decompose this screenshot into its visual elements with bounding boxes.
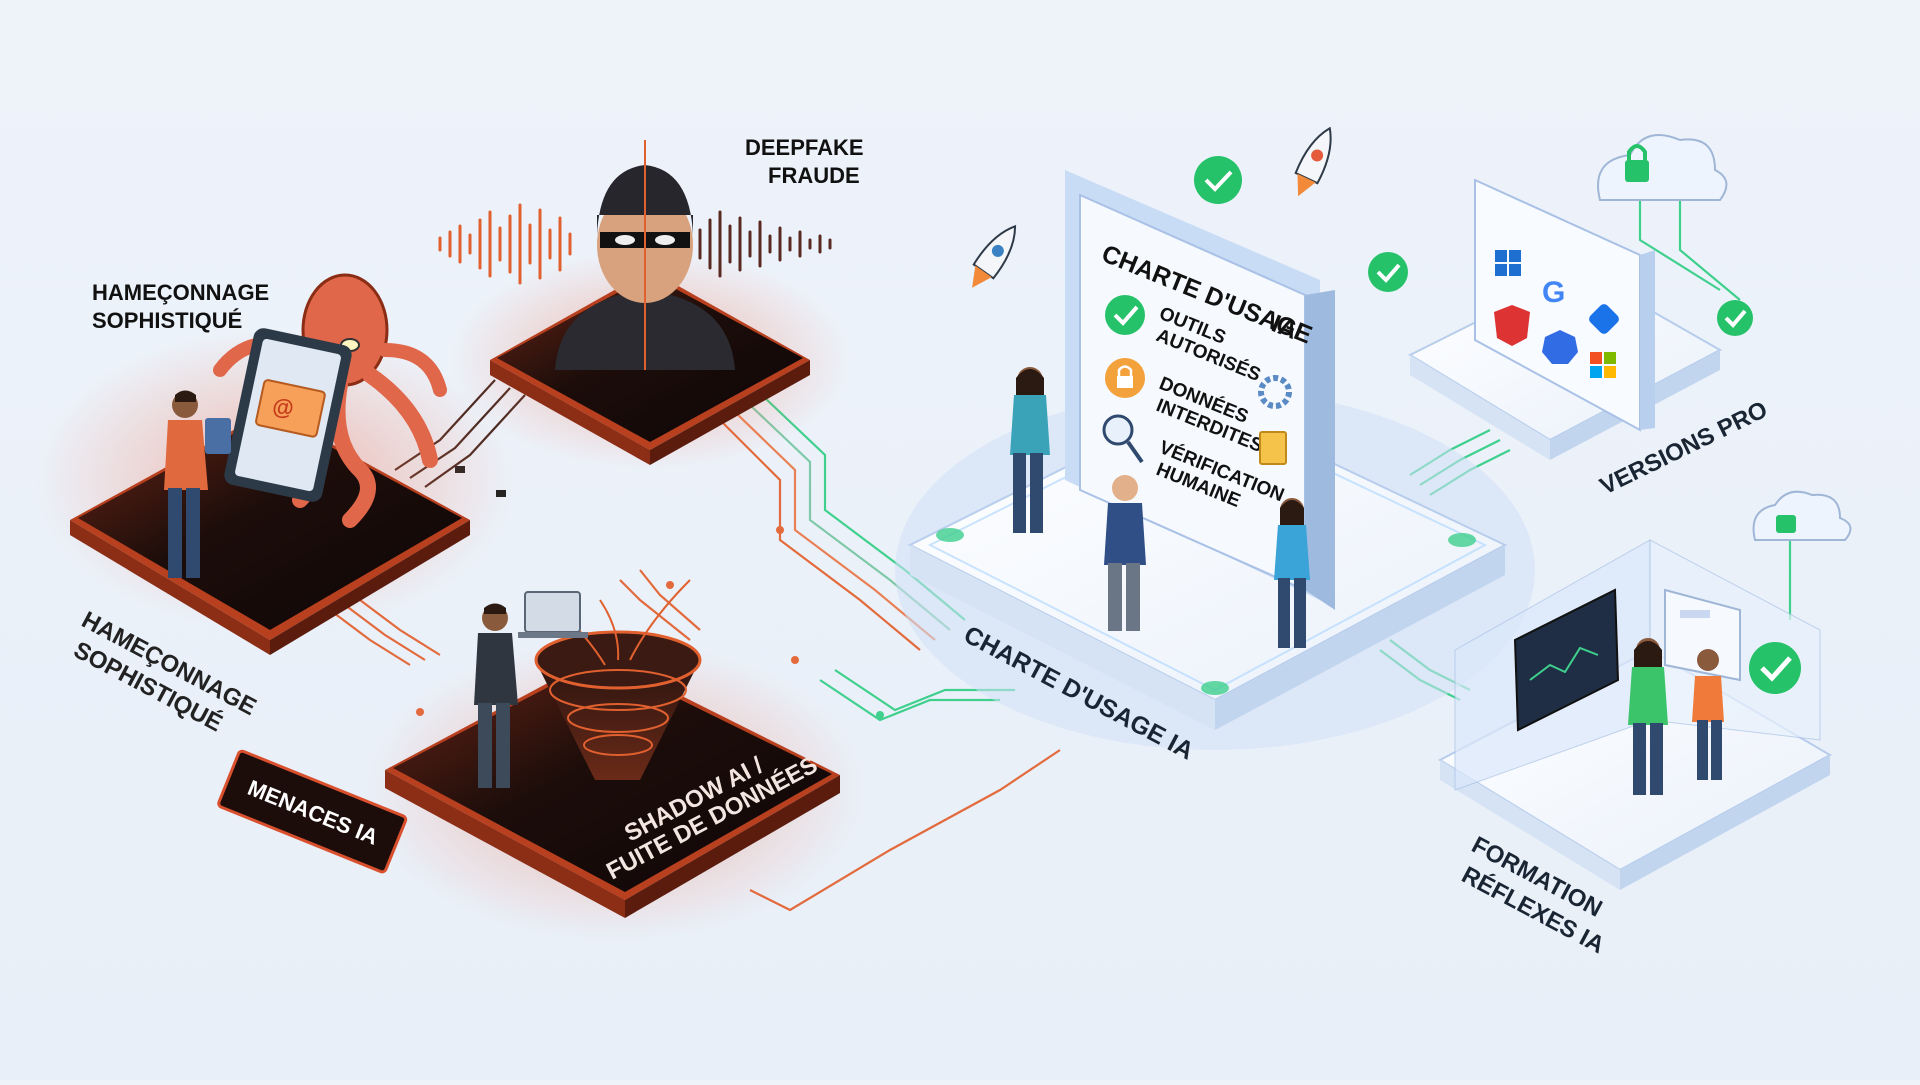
cloud-lock-icon-top (1598, 135, 1726, 200)
phishing-top-label-2: SOPHISTIQUÉ (92, 308, 242, 333)
email-symbol: @ (272, 395, 293, 420)
magnifier-icon (1104, 416, 1132, 444)
document-warning-icon (1260, 432, 1286, 464)
phishing-top-label-1: HAMEÇONNAGE (92, 280, 269, 305)
deepfake-label-2: FRAUDE (768, 163, 860, 188)
check-badge-icon-2 (1368, 252, 1408, 292)
check-badge-icon-3 (1717, 300, 1753, 336)
rocket-icon-top (1287, 123, 1341, 201)
versions-pro-platform (1410, 180, 1720, 460)
rocket-icon-left (962, 219, 1025, 294)
check-circle-icon (1105, 295, 1145, 335)
deepfake-label-1: DEEPFAKE (745, 135, 864, 160)
check-badge-icon-4 (1749, 642, 1801, 694)
cloud-lock-icon-right (1754, 492, 1851, 540)
check-badge-icon-1 (1194, 156, 1242, 204)
sound-wave-right-icon (700, 212, 830, 276)
google-logo-icon: G (1542, 276, 1565, 309)
